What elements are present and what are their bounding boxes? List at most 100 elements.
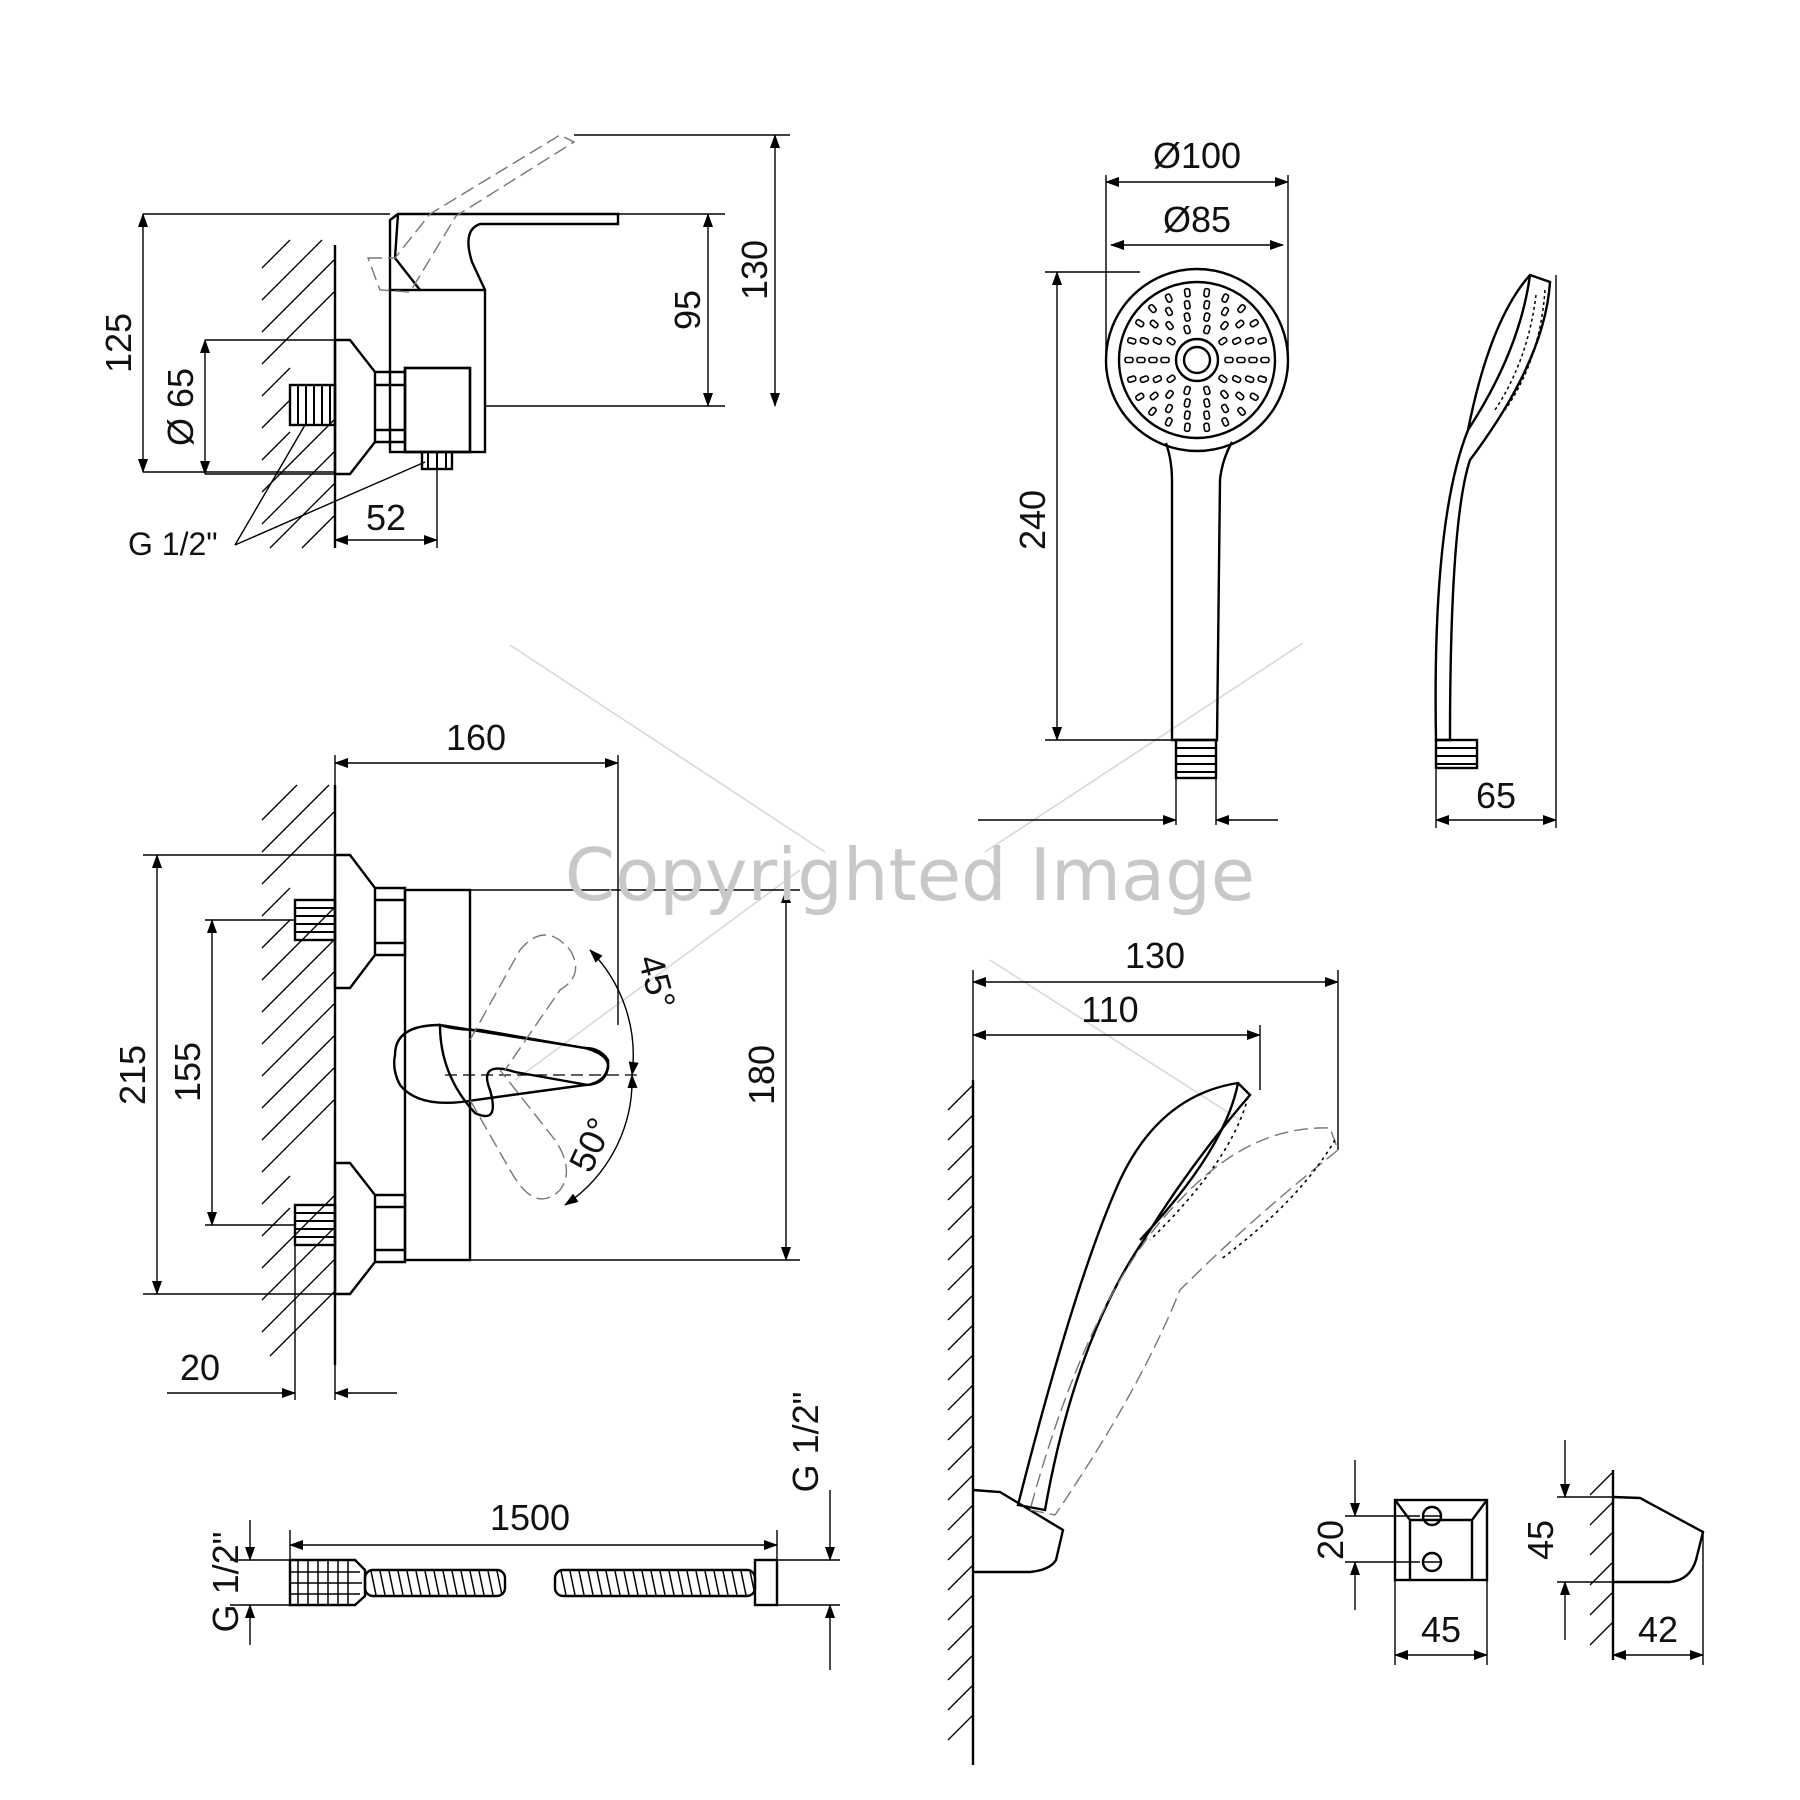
spray-nozzle (1183, 385, 1192, 396)
braid-strand (560, 1570, 567, 1596)
spray-nozzle (1203, 422, 1211, 433)
spray-nozzle (1183, 422, 1191, 433)
dim-160: 160 (446, 717, 506, 758)
braid-strand (478, 1570, 485, 1596)
spray-nozzle (1164, 417, 1173, 427)
dim-45-holder-front: 45 (1421, 1609, 1461, 1650)
spray-nozzle (1248, 356, 1258, 364)
spray-nozzle (1136, 356, 1146, 364)
braid-strand (668, 1570, 675, 1596)
spray-nozzle (1139, 336, 1150, 345)
braid-strand (704, 1570, 711, 1596)
spray-nozzle (1220, 403, 1230, 414)
spray-nozzle (1221, 417, 1230, 427)
braid-strand (659, 1570, 666, 1596)
dim-155: 155 (167, 1042, 208, 1102)
dim-130: 130 (734, 240, 775, 300)
mixer-front-view: 45° 50° 160 215 155 180 20 (112, 717, 800, 1400)
hose-braid-right (560, 1570, 756, 1596)
spray-nozzle (1203, 312, 1211, 322)
dim-20: 20 (180, 1347, 220, 1388)
spray-nozzle (1166, 336, 1176, 346)
braid-strand (713, 1570, 720, 1596)
spray-nozzle (1160, 356, 1170, 364)
hose-thread-right-label: G 1/2" (785, 1392, 826, 1493)
spray-nozzle (1224, 356, 1234, 364)
dim-130-holder: 130 (1125, 935, 1185, 976)
spray-nozzle (1165, 389, 1175, 400)
dim-65-diameter: Ø 65 (160, 368, 201, 446)
braid-strand (632, 1570, 639, 1596)
wall-hatching (261, 784, 336, 1357)
spray-nozzle (1148, 356, 1158, 364)
shower-in-holder-view: 130 110 (947, 935, 1339, 1765)
dim-100-diameter: Ø100 (1153, 135, 1241, 176)
spray-nozzle (1164, 403, 1174, 414)
hose-cone-knurl (290, 1560, 362, 1605)
spray-nozzle (1244, 375, 1255, 384)
spray-nozzle (1135, 318, 1145, 328)
spray-nozzle (1257, 336, 1268, 345)
spray-nozzle (1149, 391, 1159, 401)
braid-strand (677, 1570, 684, 1596)
braid-strand (623, 1570, 630, 1596)
spray-nozzle (1147, 303, 1157, 314)
spray-nozzle (1166, 374, 1176, 384)
dim-45-holder-side: 45 (1520, 1520, 1561, 1560)
braid-strand (686, 1570, 693, 1596)
dim-85-diameter: Ø85 (1163, 199, 1231, 240)
braid-strand (370, 1570, 377, 1596)
braid-strand (641, 1570, 648, 1596)
braid-strand (569, 1570, 576, 1596)
dim-95: 95 (667, 290, 708, 330)
hose-thread-left-label: G 1/2" (205, 1532, 246, 1633)
braid-strand (596, 1570, 603, 1596)
holder-front-view: 20 45 (1310, 1460, 1489, 1665)
mixer-side-view: G 1/2" 125 Ø 65 95 130 52 (98, 134, 790, 562)
spray-nozzle (1249, 392, 1259, 402)
spray-nozzle (1202, 324, 1211, 335)
spray-nozzle (1135, 392, 1145, 402)
spray-nozzle (1235, 319, 1245, 329)
dim-52: 52 (366, 497, 406, 538)
braid-strand (605, 1570, 612, 1596)
spray-nozzle (1183, 398, 1191, 408)
braid-strand (650, 1570, 657, 1596)
spray-nozzle (1147, 406, 1157, 417)
spray-nozzle (1203, 299, 1211, 310)
spray-nozzle (1203, 410, 1211, 421)
spray-nozzle (1183, 410, 1191, 421)
angle-50: 50° (561, 1111, 621, 1178)
spray-nozzle (1203, 398, 1211, 408)
hose-braid-left (370, 1570, 503, 1596)
braid-strand (460, 1570, 467, 1596)
spray-nozzle (1164, 293, 1173, 303)
mixer-side-thread-label: G 1/2" (128, 526, 218, 562)
braid-strand (587, 1570, 594, 1596)
braid-strand (740, 1570, 747, 1596)
dim-180: 180 (741, 1045, 782, 1105)
braid-strand (722, 1570, 729, 1596)
braid-strand (469, 1570, 476, 1596)
braid-strand (731, 1570, 738, 1596)
dim-215: 215 (112, 1045, 153, 1105)
braid-strand (406, 1570, 413, 1596)
spray-nozzle (1139, 375, 1150, 384)
braid-strand (415, 1570, 422, 1596)
spray-nozzle (1219, 389, 1229, 400)
holder-side-view: 45 42 (1520, 1440, 1705, 1665)
spray-nozzle (1220, 306, 1230, 317)
braid-strand (578, 1570, 585, 1596)
hand-shower-front-view: Ø100 Ø85 240 (978, 135, 1290, 825)
spray-nozzle (1221, 293, 1230, 303)
braid-strand (397, 1570, 404, 1596)
spray-nozzle (1183, 324, 1192, 335)
dim-1500: 1500 (490, 1497, 570, 1538)
spray-nozzles (1124, 287, 1270, 433)
spray-nozzle (1164, 306, 1174, 317)
spray-nozzle (1231, 336, 1242, 346)
spray-nozzle (1124, 356, 1134, 364)
angle-45: 45° (630, 950, 684, 1013)
spray-nozzle (1218, 336, 1228, 346)
braid-strand (442, 1570, 449, 1596)
